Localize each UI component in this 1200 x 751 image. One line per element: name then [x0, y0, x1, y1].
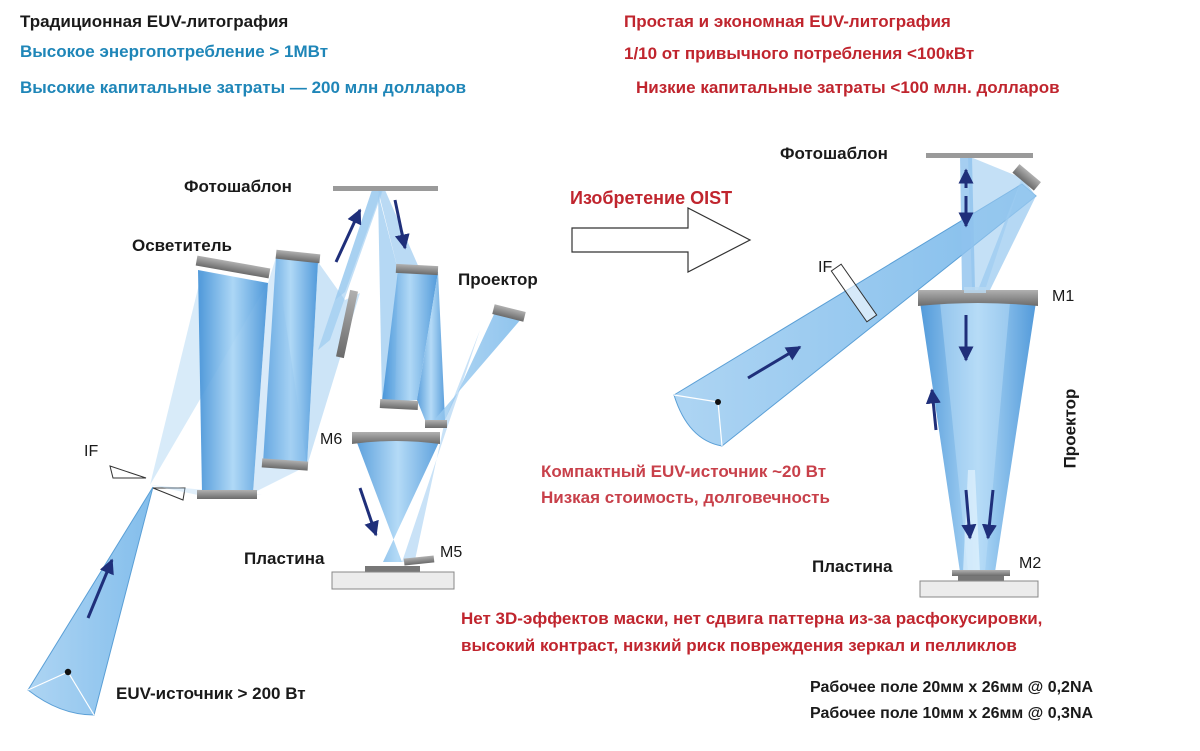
illuminator-beam-2: [263, 257, 318, 466]
right-cone-arrow-4: [981, 489, 997, 540]
left-source-label: EUV-источник > 200 Вт: [116, 684, 306, 703]
invention-arrow: [571, 207, 752, 273]
left-if-label: IF: [84, 443, 99, 460]
left-to-mask-arrow: [334, 208, 362, 263]
left-from-mask-arrow: [393, 199, 410, 250]
right-source-arrow: [747, 345, 802, 380]
header-right-title: Простая и экономная EUV-литография: [624, 12, 951, 31]
right-m1-mirror: [918, 290, 1038, 306]
invention-label: Изобретение OIST: [570, 188, 733, 208]
left-projector-label: Проектор: [458, 270, 538, 289]
left-wafer-chip: [365, 566, 420, 572]
header-right-power: 1/10 от привычного потребления <100кВт: [624, 44, 975, 63]
projector-mirror-1: [395, 263, 439, 276]
left-source-arrow: [86, 558, 114, 619]
projector-beam-2: [430, 310, 522, 425]
left-m6-mirror: [352, 432, 440, 444]
left-if-aperture: [109, 465, 186, 501]
left-source-cone: [27, 486, 154, 716]
illuminator-mirror-1: [195, 255, 271, 279]
right-m2-label: M2: [1019, 555, 1042, 572]
right-fold-mirror: [1012, 164, 1041, 191]
header-left-cost: Высокие капитальные затраты — 200 млн до…: [20, 78, 467, 97]
right-m1-label: M1: [1052, 288, 1075, 305]
header-right-cost: Низкие капитальные затраты <100 млн. дол…: [636, 78, 1060, 97]
left-wafer-label: Пластина: [244, 549, 325, 568]
projector-beam-m6: [356, 440, 440, 562]
illuminator-mirror-2: [197, 490, 257, 499]
right-field-line1: Рабочее поле 20мм x 26мм @ 0,2NA: [810, 679, 1094, 696]
left-m5-mirror: [403, 555, 435, 566]
left-photomask: [333, 186, 438, 191]
right-photomask: [926, 153, 1033, 158]
illuminator-mirror-4: [261, 458, 309, 471]
projector-mirror-3: [425, 420, 447, 428]
left-m6-label: M6: [320, 431, 343, 448]
right-source-point: [715, 399, 721, 405]
illuminator-mirror-5: [336, 289, 358, 359]
right-if-label: IF: [818, 259, 833, 276]
right-m2-mirror: [952, 570, 1010, 576]
right-benefit-line2: высокий контраст, низкий риск повреждени…: [461, 636, 1017, 655]
right-source-title: Компактный EUV-источник ~20 Вт: [541, 462, 827, 481]
left-illuminator-label: Осветитель: [132, 236, 232, 255]
left-m6-arrow: [358, 487, 379, 537]
right-source-note: Низкая стоимость, долговечность: [541, 488, 830, 507]
header-left-power: Высокое энергопотребление > 1МВт: [20, 42, 329, 61]
illuminator-beam-1: [198, 270, 268, 493]
right-cone-arrow-2: [925, 388, 941, 431]
right-if-aperture: [830, 263, 878, 323]
projector-beam-1: [382, 270, 438, 402]
left-photomask-label: Фотошаблон: [184, 177, 292, 196]
right-wafer-label: Пластина: [812, 557, 893, 576]
right-projector-cone: [920, 302, 1036, 572]
right-photomask-label: Фотошаблон: [780, 144, 888, 163]
projector-mirror-2: [379, 399, 419, 410]
left-wafer: [331, 571, 455, 590]
right-cone-arrow-3: [961, 489, 977, 540]
illuminator-mirror-3: [275, 249, 321, 264]
projector-mirror-4: [492, 304, 526, 322]
right-field-line2: Рабочее поле 10мм x 26мм @ 0,3NA: [810, 705, 1094, 722]
right-source-beam: [673, 183, 1037, 447]
right-benefit-line1: Нет 3D-эффектов маски, нет сдвига паттер…: [461, 609, 1043, 628]
left-source-point: [64, 668, 72, 676]
header-left-title: Традиционная EUV-литография: [20, 12, 289, 31]
right-wafer: [919, 580, 1039, 598]
left-m5-label: M5: [440, 544, 463, 561]
